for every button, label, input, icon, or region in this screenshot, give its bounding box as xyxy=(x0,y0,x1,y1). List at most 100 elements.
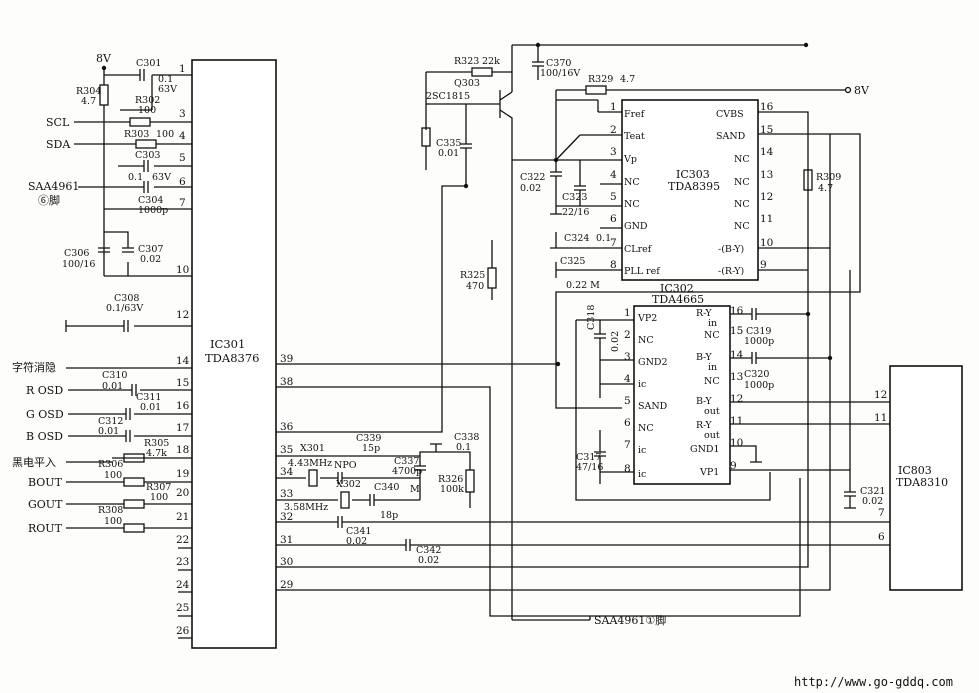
c307-label: C307 xyxy=(138,244,163,255)
label-8v-b: 8V xyxy=(854,84,870,97)
c342-label: C342 xyxy=(416,545,441,556)
c321-value: 0.02 xyxy=(862,496,883,507)
svg-text:5: 5 xyxy=(624,395,631,407)
svg-text:3: 3 xyxy=(624,351,631,363)
c338-label: C338 xyxy=(454,432,479,443)
svg-text:2: 2 xyxy=(624,329,631,341)
r304-label: R304 xyxy=(76,86,101,97)
ic302-body xyxy=(633,305,731,485)
svg-text:18: 18 xyxy=(176,444,189,456)
m-label: M xyxy=(410,484,420,495)
svg-text:15: 15 xyxy=(176,377,189,389)
svg-text:13: 13 xyxy=(730,371,743,383)
r307-label: R307 xyxy=(146,482,171,493)
node-8v-b xyxy=(844,86,852,94)
node-8v xyxy=(101,65,107,71)
svg-text:39: 39 xyxy=(280,353,293,365)
r326-label: R326 xyxy=(438,474,463,485)
r303-label: R303 xyxy=(124,129,149,140)
svg-text:Teat: Teat xyxy=(624,131,645,142)
x302-value: 3.58MHz xyxy=(284,502,328,513)
c324-value: 0.1 xyxy=(596,233,611,244)
svg-text:NC: NC xyxy=(638,335,654,346)
r305-value: 4.7k xyxy=(146,448,167,459)
ic303-part: TDA8395 xyxy=(668,180,720,193)
svg-text:38: 38 xyxy=(280,376,293,388)
svg-text:10: 10 xyxy=(760,237,773,249)
c340-value: 18p xyxy=(380,510,398,521)
c319-label: C319 xyxy=(746,326,771,337)
r-bias-resistor xyxy=(421,127,431,147)
r302-value: 100 xyxy=(138,105,156,116)
c311-label: C311 xyxy=(136,392,161,403)
r329-value: 4.7 xyxy=(620,74,635,85)
r305-label: R305 xyxy=(144,438,169,449)
svg-text:22: 22 xyxy=(176,534,189,546)
label-bout: BOUT xyxy=(28,476,63,489)
ic303-left-pins: 12 34 56 78 Fref Teat Vp NC NC GND CLref… xyxy=(610,101,661,277)
c303-value: 0.1 xyxy=(128,172,143,183)
svg-text:CLref: CLref xyxy=(624,244,653,255)
r306-value: 100 xyxy=(104,470,122,481)
r326-resistor xyxy=(465,469,475,493)
svg-text:31: 31 xyxy=(280,534,293,546)
c317-value: 47/16 xyxy=(576,462,603,473)
x301-value: 4.43MHz xyxy=(288,458,332,469)
r323-label: R323 xyxy=(454,56,479,67)
r309-resistor xyxy=(803,169,813,191)
c341-label: C341 xyxy=(346,526,371,537)
svg-text:GND1: GND1 xyxy=(690,444,720,455)
ic301-name: IC301 xyxy=(210,337,245,351)
label-sda: SDA xyxy=(46,138,71,151)
c303-volt: 63V xyxy=(152,172,171,183)
c310-value: 0.01 xyxy=(102,381,123,392)
svg-text:GND: GND xyxy=(624,221,648,232)
c325-label: C325 xyxy=(560,256,585,267)
svg-text:NC: NC xyxy=(734,154,750,165)
svg-text:6: 6 xyxy=(179,176,186,188)
c342-value: 0.02 xyxy=(418,555,439,566)
svg-text:8: 8 xyxy=(624,463,631,475)
c311-value: 0.01 xyxy=(140,402,161,413)
svg-text:VP1: VP1 xyxy=(699,467,719,478)
r329-resistor xyxy=(585,85,607,95)
ic803-name: IC803 xyxy=(898,464,932,477)
r304-resistor xyxy=(99,84,109,106)
watermark-url: http://www.go-gddq.com xyxy=(794,675,953,689)
svg-text:SAND: SAND xyxy=(716,131,746,142)
c312-label: C312 xyxy=(98,416,123,427)
x302-crystal xyxy=(340,491,350,509)
c304-value: 1000p xyxy=(138,205,168,216)
x302-label: X302 xyxy=(336,479,361,490)
svg-text:14: 14 xyxy=(760,146,774,158)
c310-label: C310 xyxy=(102,370,127,381)
svg-text:16: 16 xyxy=(176,400,190,412)
c318-label: C318 xyxy=(586,305,597,330)
svg-text:4: 4 xyxy=(610,169,617,181)
r303-value: 100 xyxy=(156,129,174,140)
c338-value: 0.1 xyxy=(456,442,471,453)
c308-value: 0.1/63V xyxy=(106,303,143,314)
r304-value: 4.7 xyxy=(81,96,96,107)
c337-value: 4700p xyxy=(392,466,422,477)
label-g-osd: G OSD xyxy=(26,408,64,421)
c370-label: C370 xyxy=(546,58,571,69)
svg-text:7: 7 xyxy=(878,507,885,519)
r303-resistor xyxy=(135,139,157,149)
c370-value: 100/16V xyxy=(540,68,580,79)
c339-label: C339 xyxy=(356,433,381,444)
ic302-left-pins: 12 34 56 78 VP2 NC GND2 ic SAND NC ic ic xyxy=(624,307,668,480)
svg-text:12: 12 xyxy=(874,389,887,401)
svg-text:13: 13 xyxy=(760,169,773,181)
c304-label: C304 xyxy=(138,195,163,206)
svg-text:2: 2 xyxy=(610,124,617,136)
ic803-part: TDA8310 xyxy=(896,476,948,489)
svg-text:PLL ref: PLL ref xyxy=(624,266,661,277)
svg-text:30: 30 xyxy=(280,556,293,568)
svg-text:NC: NC xyxy=(704,376,720,387)
svg-text:7: 7 xyxy=(624,439,631,451)
svg-text:1: 1 xyxy=(610,101,617,113)
svg-text:SAND: SAND xyxy=(638,401,668,412)
